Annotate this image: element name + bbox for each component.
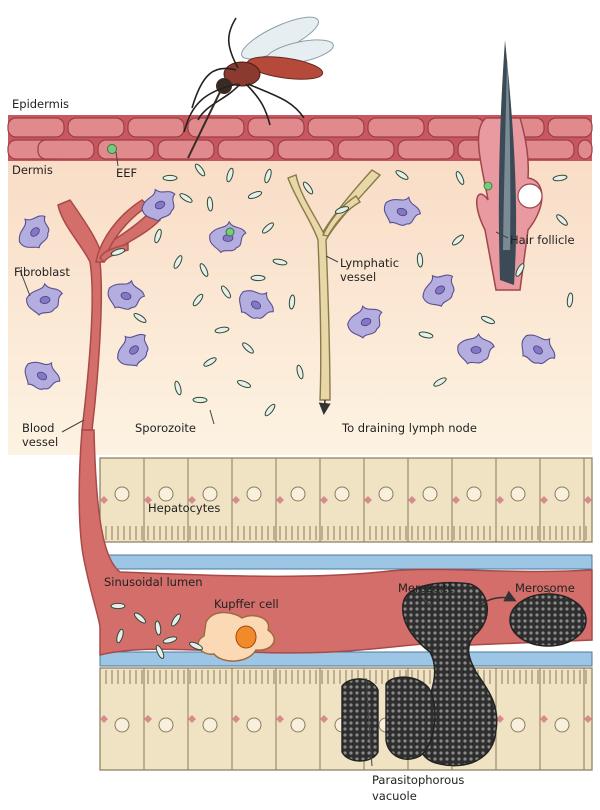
label-blood-vessel-line2: vessel bbox=[22, 435, 58, 449]
epidermis-cell bbox=[248, 118, 304, 137]
sporozoite bbox=[163, 175, 177, 180]
epidermis-cell bbox=[98, 140, 154, 159]
epidermis-cell bbox=[338, 140, 394, 159]
label-dermis: Dermis bbox=[12, 163, 53, 177]
merosome bbox=[510, 594, 586, 646]
sporozoite bbox=[193, 397, 207, 403]
label-parasitophorous-line2: vacuole bbox=[372, 789, 417, 803]
label-blood-vessel-line1: Blood bbox=[22, 421, 54, 435]
epidermis-cell bbox=[368, 118, 424, 137]
label-parasitophorous-line1: Parasitophorous bbox=[372, 773, 464, 787]
epidermis-cell bbox=[8, 118, 64, 137]
epidermis-cell bbox=[578, 140, 592, 159]
label-merosome: Merosome bbox=[515, 581, 575, 595]
label-epidermis: Epidermis bbox=[12, 97, 69, 111]
sporozoite bbox=[417, 253, 423, 267]
parasitophorous-vacuole bbox=[342, 677, 435, 761]
epidermis-cell bbox=[548, 118, 592, 137]
label-hair-follicle: Hair follicle bbox=[510, 233, 575, 247]
label-sinusoidal-lumen: Sinusoidal lumen bbox=[104, 575, 203, 589]
label-merozoite: Merozoite bbox=[398, 581, 454, 595]
label-hepatocytes: Hepatocytes bbox=[148, 501, 220, 515]
label-lymphatic-vessel-line2: vessel bbox=[340, 270, 376, 284]
epidermis-cell bbox=[428, 118, 484, 137]
label-lymphatic-vessel-line1: Lymphatic bbox=[340, 256, 399, 270]
epidermis-cell bbox=[188, 118, 244, 137]
epidermis-cell bbox=[128, 118, 184, 137]
epidermis-cell bbox=[68, 118, 124, 137]
epidermis-cell bbox=[218, 140, 274, 159]
label-draining-lymph-node: To draining lymph node bbox=[341, 421, 477, 435]
endothelium-lower bbox=[100, 652, 592, 666]
epidermis-cell bbox=[308, 118, 364, 137]
label-fibroblast: Fibroblast bbox=[14, 265, 70, 279]
label-sporozoite: Sporozoite bbox=[135, 421, 196, 435]
label-kupffer-cell: Kupffer cell bbox=[214, 597, 279, 611]
epidermis-cell bbox=[278, 140, 334, 159]
sporozoite bbox=[111, 603, 125, 608]
eef-in-fibroblast bbox=[226, 228, 234, 236]
epidermis-cell bbox=[398, 140, 454, 159]
epidermis-cell bbox=[38, 140, 94, 159]
label-eef: EEF bbox=[116, 166, 137, 180]
sporozoite bbox=[251, 275, 265, 280]
eef-marker bbox=[108, 145, 117, 154]
hepatocyte-layer-upper bbox=[100, 458, 592, 542]
epidermis-cell bbox=[158, 140, 214, 159]
endothelium-upper bbox=[100, 555, 592, 569]
